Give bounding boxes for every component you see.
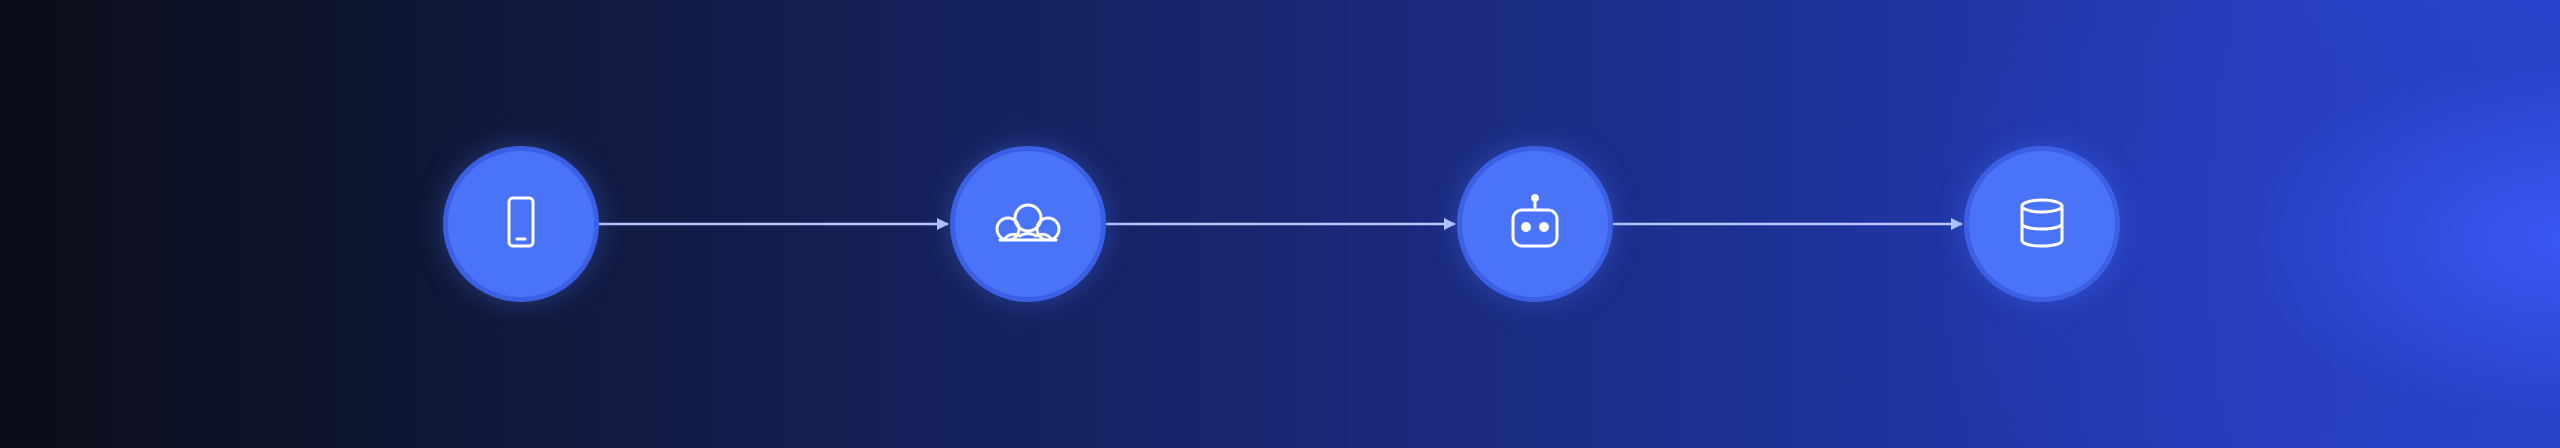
smartphone-icon xyxy=(507,196,535,248)
node-smartphone xyxy=(443,146,599,302)
node-robot xyxy=(1457,146,1613,302)
node-database xyxy=(1964,146,2120,302)
robot-icon xyxy=(1511,194,1559,248)
node-cloud xyxy=(950,146,1106,302)
cloud-icon xyxy=(995,203,1061,242)
database-icon xyxy=(2020,198,2064,248)
